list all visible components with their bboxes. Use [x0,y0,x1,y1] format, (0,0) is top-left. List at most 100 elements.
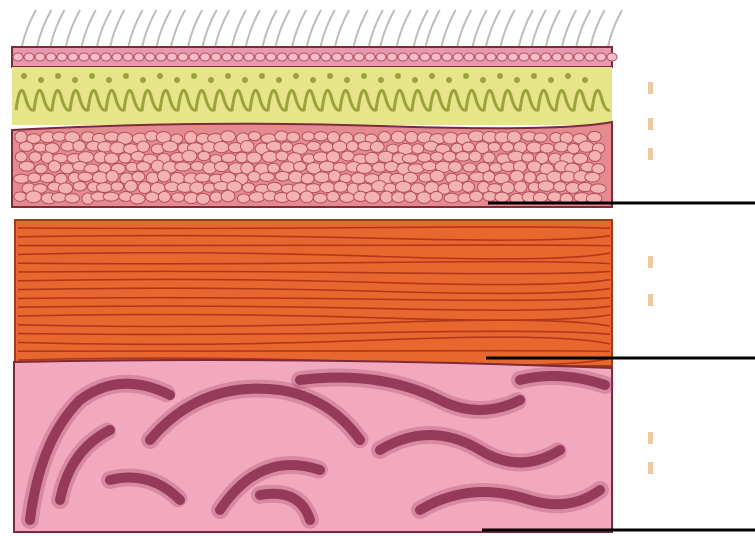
strip-cell [156,53,166,61]
cell [26,191,42,203]
cell [53,132,67,141]
cell [48,161,60,173]
cell [540,143,554,153]
strip-cell [189,53,199,61]
strip-cell [167,53,177,61]
strip-cell [354,53,364,61]
muscle-fiber [18,245,610,246]
surface-cilia [22,10,622,46]
label-tick [648,118,653,130]
cell [443,151,456,161]
strip-cell [68,53,78,61]
cell [514,181,527,193]
strip-cell [409,53,419,61]
folded-mucosa-layer [14,360,612,532]
cell [449,162,462,173]
cell [158,191,170,202]
strip-cell [255,53,265,61]
strip-cell [178,53,188,61]
label-tick [648,148,653,160]
strip-cell [585,53,595,61]
cell [248,171,261,182]
cell [268,163,280,173]
gland-dot [208,77,214,83]
gland-dot [157,73,163,79]
cell [356,163,372,173]
cell [448,181,463,192]
cilium [591,10,605,46]
cell [430,170,444,181]
cell [84,164,99,173]
cell [14,174,30,183]
cilium [473,10,487,46]
cell [275,171,290,181]
strip-cell [387,53,397,61]
cell [19,161,34,171]
cell [28,173,41,182]
strip-cell [453,53,463,61]
cell [96,183,112,193]
cell [443,132,458,144]
cilium [442,10,456,46]
cell [538,181,554,192]
gland-dot [72,77,78,83]
cilium [110,10,124,46]
label-tick [648,462,653,474]
label-tick [648,256,653,268]
cell [145,192,158,202]
cell [73,141,86,152]
cell [248,132,260,141]
strip-cell [299,53,309,61]
cell [589,151,601,162]
cilium [519,10,533,46]
gland-dot [310,77,316,83]
cilium [486,10,500,46]
strip-cell [332,53,342,61]
cell [554,182,567,192]
strip-cell [244,53,254,61]
gland-dot [344,77,350,83]
fold-fringe [520,376,605,385]
label-tick [648,82,653,94]
cell [19,142,33,152]
strip-cell [343,53,353,61]
cell [182,150,197,162]
label-ticks [648,82,653,474]
strip-cell [101,53,111,61]
cell [103,192,119,201]
cell [294,162,307,172]
cilium [292,10,306,46]
cilium [129,10,143,46]
cell [462,181,474,192]
muscle-fiber [18,351,610,352]
cell [221,131,236,142]
cilium [576,10,590,46]
cell [327,191,339,201]
cell [384,161,398,171]
cell [585,172,600,182]
cilium [82,10,96,46]
cell [162,141,178,152]
cilium [354,10,368,46]
cell [137,162,151,172]
cell [130,194,145,204]
cell [260,172,275,181]
cell [267,141,283,151]
cell [138,182,151,194]
strip-cell [607,53,617,61]
gland-dot [55,73,61,79]
cell [463,163,476,172]
cell [60,163,74,174]
cilium [380,10,394,46]
strip-cell [321,53,331,61]
cell [314,132,328,141]
cell [391,131,405,143]
cell [333,141,347,152]
strip-cell [442,53,452,61]
cell [412,144,424,154]
gland-dot [429,73,435,79]
gland-dot [514,77,520,83]
cell [195,173,211,182]
strip-cell [211,53,221,61]
gland-dot [293,73,299,79]
